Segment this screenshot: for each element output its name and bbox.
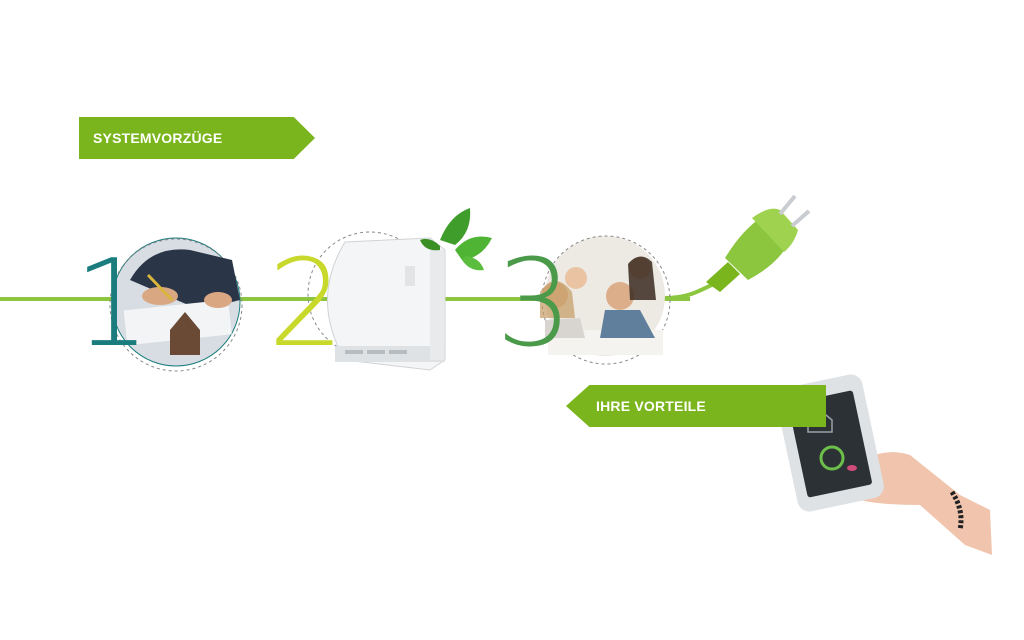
step-3-photo: [540, 235, 671, 365]
power-plug-icon: [706, 194, 811, 292]
leaf-icon: [420, 208, 492, 271]
step-1-photo: [109, 237, 243, 372]
your-benefits-label: IHRE VORTEILE: [596, 398, 706, 414]
your-benefits-banner[interactable]: IHRE VORTEILE: [566, 385, 826, 427]
step-1-number: 1: [74, 235, 151, 374]
step-3-number: 3: [496, 235, 573, 374]
system-benefits-banner[interactable]: SYSTEMVORZÜGE: [79, 117, 315, 159]
system-benefits-label: SYSTEMVORZÜGE: [93, 130, 223, 146]
step-2-heater: [307, 231, 446, 371]
step-2-number: 2: [268, 235, 345, 374]
